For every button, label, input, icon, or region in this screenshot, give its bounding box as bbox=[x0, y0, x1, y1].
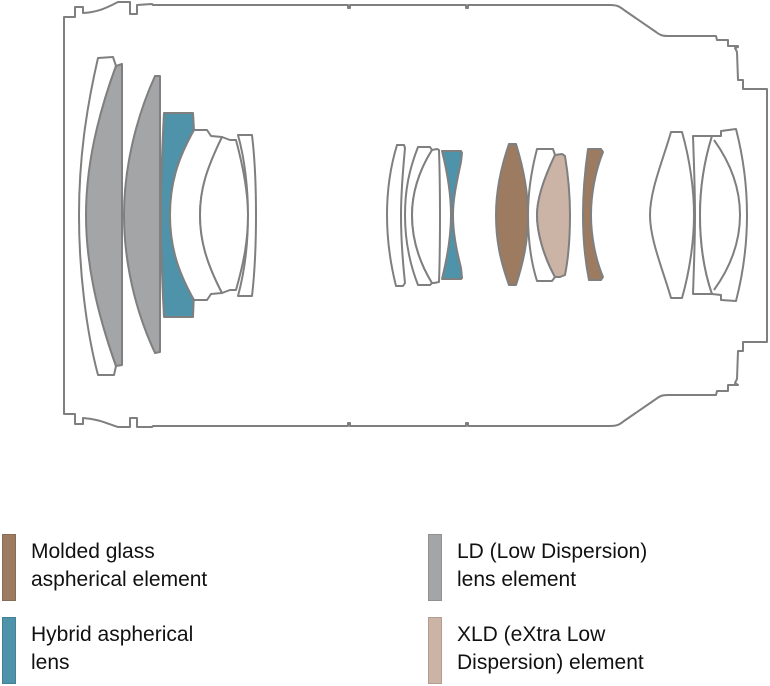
legend-item-ld: LD (Low Dispersion) lens element bbox=[428, 534, 647, 601]
legend-swatch-xld bbox=[428, 617, 442, 684]
legend-swatch-hybrid-aspherical bbox=[2, 617, 16, 684]
legend-label-molded-glass: Molded glass aspherical element bbox=[31, 540, 208, 591]
rear-standard-element-3 bbox=[699, 128, 748, 302]
front-standard-element-2 bbox=[199, 136, 249, 294]
molded-glass-aspherical-element-1 bbox=[495, 143, 529, 286]
ld-element-2 bbox=[123, 75, 161, 354]
ld-element-1 bbox=[85, 63, 123, 367]
legend-item-molded-glass: Molded glass aspherical element bbox=[2, 534, 207, 601]
legend-item-hybrid-aspherical: Hybrid aspherical lens bbox=[2, 617, 193, 684]
legend-label-ld: LD (Low Dispersion) lens element bbox=[457, 540, 648, 591]
legend-label-hybrid-aspherical: Hybrid aspherical lens bbox=[31, 623, 194, 674]
lens-barrel-outline bbox=[63, 1, 768, 428]
rear-inner-curve bbox=[713, 139, 741, 291]
hybrid-aspherical-element-middle bbox=[441, 150, 463, 280]
front-standard-element-3 bbox=[237, 134, 257, 297]
molded-glass-aspherical-element-2 bbox=[582, 148, 604, 281]
legend-swatch-ld bbox=[428, 534, 442, 601]
middle-standard-element-3 bbox=[411, 148, 441, 284]
lens-construction-diagram bbox=[63, 1, 768, 428]
legend-item-xld: XLD (eXtra Low Dispersion) element bbox=[428, 617, 644, 684]
xld-element bbox=[536, 153, 571, 278]
legend-swatch-molded-glass bbox=[2, 534, 16, 601]
middle-standard-element-1 bbox=[386, 144, 406, 287]
rear-standard-element-1 bbox=[649, 131, 695, 299]
legend-label-xld: XLD (eXtra Low Dispersion) element bbox=[457, 623, 644, 674]
